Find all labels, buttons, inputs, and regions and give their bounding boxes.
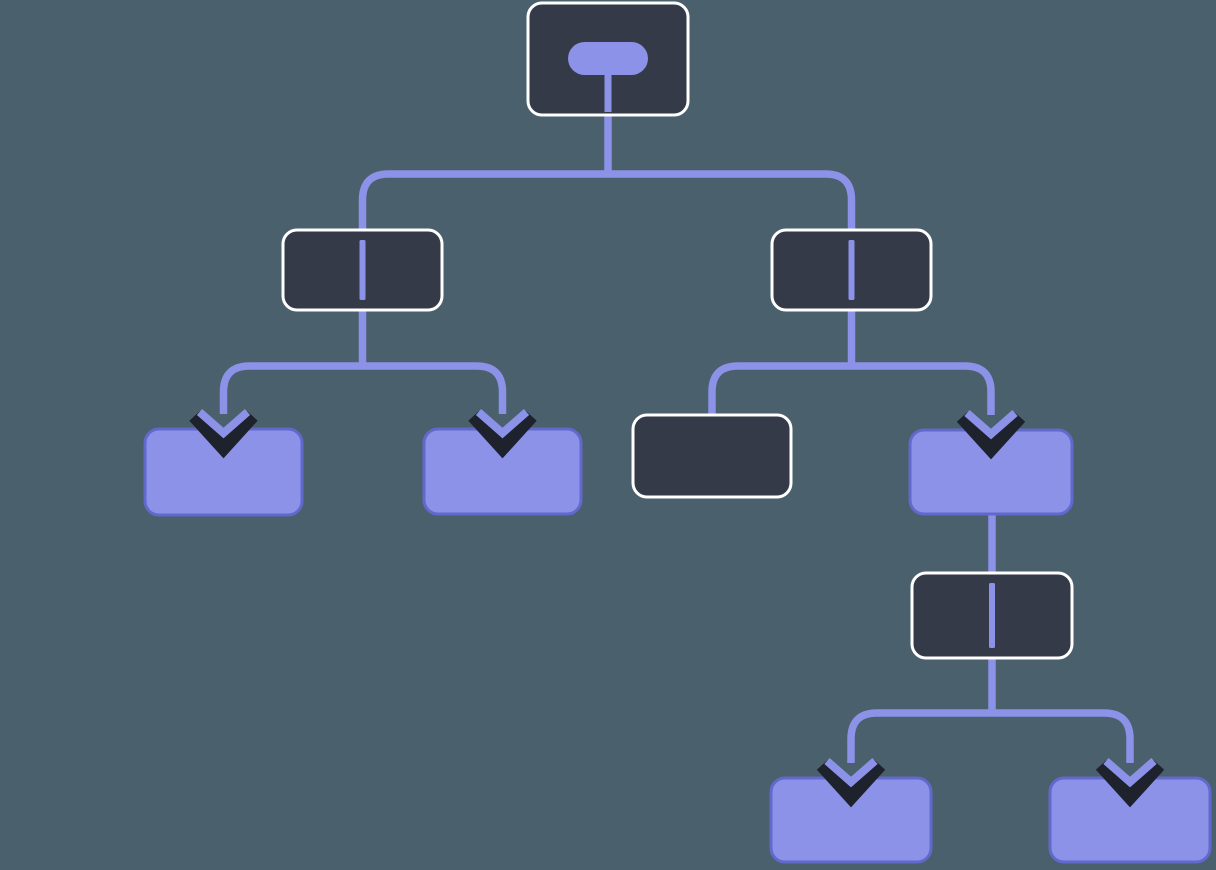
edge-branch-left-to-leaf-a — [219, 362, 363, 414]
arrow-down-icon-leaf-c — [816, 757, 886, 808]
pill-shape — [568, 42, 648, 75]
chevron-shadow — [189, 411, 258, 459]
tree-node-branch-bottom[interactable] — [910, 571, 1074, 660]
pill-stem — [604, 71, 612, 112]
tree-node-root[interactable] — [526, 1, 690, 117]
arrows-layer — [189, 408, 1165, 808]
edge-root-to-branch-left — [358, 170, 608, 230]
chevron-stroke — [1103, 757, 1157, 788]
root-node-icon — [568, 42, 648, 112]
chevron-shadow — [468, 411, 537, 459]
chevron-stroke — [964, 409, 1018, 440]
tree-node-leaf-dark[interactable] — [631, 413, 793, 499]
edges-layer — [219, 115, 1134, 763]
chevron-stroke — [824, 757, 878, 788]
chevron-shadow — [816, 760, 886, 808]
chevron-shadow — [1095, 760, 1165, 808]
tree-node-branch-right[interactable] — [770, 228, 933, 312]
arrow-down-icon-leaf-b — [468, 408, 537, 459]
tree-node-branch-left[interactable] — [281, 228, 444, 312]
divider-icon — [989, 583, 995, 648]
arrow-down-icon-leaf-d — [1095, 757, 1165, 808]
divider-icon — [848, 240, 855, 300]
arrow-down-icon-leaf-a — [189, 408, 258, 459]
node-body[interactable] — [631, 413, 793, 499]
edge-branch-bottom-to-leaf-c — [847, 709, 992, 763]
chevron-shadow — [956, 412, 1026, 460]
edge-branch-right-to-leaf-dark — [708, 362, 852, 415]
edge-branch-bottom-to-leaf-d — [992, 709, 1134, 763]
edge-branch-left-to-leaf-b — [362, 362, 507, 414]
edge-branch-right-to-mid-accent — [851, 362, 995, 415]
chevron-stroke — [196, 408, 251, 439]
edge-root-to-branch-right — [608, 170, 856, 230]
divider-icon — [359, 240, 366, 300]
chevron-stroke — [475, 408, 530, 439]
nodes-layer — [143, 1, 1212, 864]
arrow-down-icon-mid-accent — [956, 409, 1026, 460]
